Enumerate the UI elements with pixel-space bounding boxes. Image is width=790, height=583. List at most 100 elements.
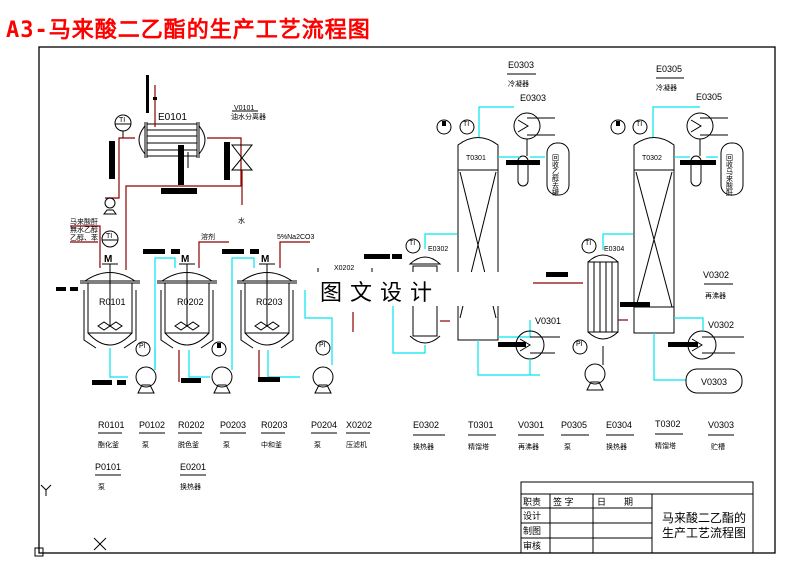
ti-gauge-e0304[interactable]: TI bbox=[581, 238, 597, 254]
label-v0301: V0301 bbox=[535, 316, 561, 326]
label-v0101: V0101 bbox=[234, 105, 254, 112]
svg-text:TI: TI bbox=[463, 121, 469, 128]
svg-text:换热器: 换热器 bbox=[413, 442, 434, 451]
ti-gauge-e0302[interactable]: TI bbox=[405, 238, 421, 254]
svg-text:精馏塔: 精馏塔 bbox=[468, 442, 489, 451]
svg-text:精馏塔: 精馏塔 bbox=[655, 441, 676, 450]
svg-text:T0302: T0302 bbox=[655, 419, 681, 429]
reactor-r0202[interactable]: M bbox=[157, 254, 217, 349]
svg-text:TI: TI bbox=[409, 240, 415, 247]
feed-label-1: 马来酸酐 bbox=[70, 217, 98, 226]
svg-text:PI: PI bbox=[576, 341, 583, 348]
tb-header-role: 职责 bbox=[523, 496, 541, 507]
legend-item: V0301 再沸器 bbox=[518, 420, 544, 451]
ti-gauge-0308[interactable]: TI bbox=[632, 119, 648, 135]
svg-text:M: M bbox=[261, 254, 269, 265]
pi-gauge-1[interactable]: PI bbox=[135, 341, 151, 357]
label-r0101: R0101 bbox=[99, 297, 126, 307]
feed-label-3: 乙醇、苯 bbox=[70, 233, 98, 242]
separator-v0101[interactable] bbox=[230, 144, 254, 171]
title-block: 职责 签 字 日 期 设计 制图 审核 马来酸二乙酯的 生产工艺流程图 bbox=[520, 481, 754, 554]
condenser-e0305[interactable] bbox=[686, 112, 728, 187]
label-solvent: 溶剂 bbox=[201, 232, 215, 241]
tb-header-sign: 签 字 bbox=[553, 496, 574, 507]
tb-row-review: 审核 bbox=[523, 540, 541, 551]
label-x0202: X0202 bbox=[334, 265, 354, 272]
svg-text:TI: TI bbox=[119, 117, 125, 124]
label-e0305: E0305 bbox=[696, 92, 722, 102]
drawing-frame bbox=[38, 46, 776, 554]
ti-gauge-0304[interactable]: TI bbox=[459, 119, 475, 135]
pi-gauge-2[interactable] bbox=[211, 341, 227, 357]
gauge-0307[interactable] bbox=[610, 119, 626, 135]
label-e0304: E0304 bbox=[604, 246, 624, 253]
svg-text:V0301: V0301 bbox=[518, 420, 544, 430]
vertical-tag bbox=[146, 75, 149, 113]
gauge-0303[interactable] bbox=[436, 119, 452, 135]
feed-label-2: 無水乙醇 bbox=[70, 225, 98, 234]
ti-gauge-e0101[interactable]: TI bbox=[114, 114, 132, 138]
svg-text:再沸器: 再沸器 bbox=[518, 442, 539, 451]
label-r0202: R0202 bbox=[177, 297, 204, 307]
svg-text:P0101: P0101 bbox=[95, 462, 121, 472]
svg-text:TI: TI bbox=[585, 240, 591, 247]
label-t0302: T0302 bbox=[642, 155, 662, 162]
label-na2co3: 5%Na2CO3 bbox=[277, 234, 314, 241]
label-r0203: R0203 bbox=[256, 297, 283, 307]
svg-text:R0203: R0203 bbox=[261, 420, 288, 430]
watermark-band bbox=[313, 272, 503, 306]
label-t0301: T0301 bbox=[466, 155, 486, 162]
pump-p0204[interactable] bbox=[312, 366, 334, 394]
pump-p0101[interactable] bbox=[103, 197, 117, 215]
svg-text:泵: 泵 bbox=[142, 441, 149, 449]
condenser-e0303[interactable] bbox=[513, 112, 555, 187]
label-e0305-desc: 冷凝器 bbox=[656, 83, 677, 92]
pump-p0102[interactable] bbox=[135, 366, 157, 394]
tank-recover-ethanol[interactable] bbox=[546, 142, 570, 196]
tb-row-design: 设计 bbox=[523, 510, 541, 521]
pi-gauge-3[interactable]: PI bbox=[315, 340, 331, 356]
tank-v0303[interactable] bbox=[685, 368, 743, 394]
svg-text:P0305: P0305 bbox=[561, 420, 587, 430]
ti-gauge-r0101[interactable]: TI bbox=[101, 230, 119, 248]
svg-text:M: M bbox=[181, 254, 189, 265]
label-e0101: E0101 bbox=[158, 112, 187, 123]
label-e0303-desc: 冷凝器 bbox=[508, 79, 529, 88]
tank-recover-maleic[interactable] bbox=[720, 142, 744, 196]
reactor-r0101[interactable]: M bbox=[80, 254, 140, 349]
condenser-e0101[interactable] bbox=[138, 122, 206, 158]
pump-p0305[interactable] bbox=[584, 363, 606, 391]
column-t0301[interactable] bbox=[457, 137, 499, 341]
ucs-icon bbox=[34, 470, 107, 557]
label-v0302-desc: 再沸器 bbox=[705, 291, 726, 300]
reactor-r0203[interactable]: M bbox=[237, 254, 297, 349]
svg-text:TI: TI bbox=[636, 121, 642, 128]
svg-text:R0202: R0202 bbox=[178, 420, 205, 430]
watermark: 图文设计 bbox=[320, 281, 440, 306]
svg-text:压滤机: 压滤机 bbox=[346, 440, 367, 449]
label-e0305-top: E0305 bbox=[656, 64, 682, 74]
legend-item: T0302 精馏塔 bbox=[655, 419, 683, 450]
pi-gauge-e0304[interactable]: PI bbox=[572, 339, 588, 355]
svg-text:R0101: R0101 bbox=[98, 420, 125, 430]
label-v0101-desc: 油水分离器 bbox=[231, 112, 266, 121]
svg-text:PI: PI bbox=[139, 343, 146, 350]
label-v0302-top: V0302 bbox=[703, 270, 729, 280]
exchanger-e0304[interactable] bbox=[587, 254, 619, 340]
svg-text:泵: 泵 bbox=[314, 441, 321, 449]
pump-p0203[interactable] bbox=[211, 366, 233, 394]
